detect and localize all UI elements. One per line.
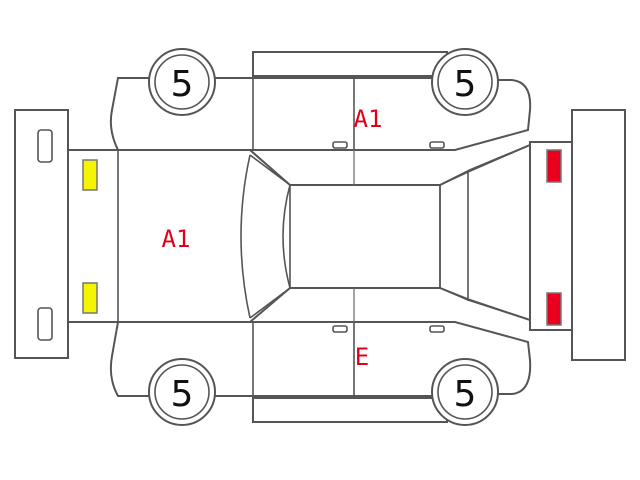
rear-bumper xyxy=(571,109,626,361)
hood-mark: A1 xyxy=(162,225,191,253)
right-side-mark: E xyxy=(355,343,369,371)
front-bumper xyxy=(14,109,69,359)
wheel-front-left: 5 xyxy=(148,48,216,116)
wheel-front-left-grade: 5 xyxy=(171,64,194,105)
wheel-front-right-grade: 5 xyxy=(171,374,194,415)
headlight-left xyxy=(82,159,98,191)
wheel-rear-left-grade: 5 xyxy=(454,64,477,105)
wheel-rear-right-grade: 5 xyxy=(454,374,477,415)
bottom-side-panel xyxy=(109,321,532,423)
taillight-bottom xyxy=(546,292,562,326)
rear-panel xyxy=(529,141,573,331)
taillight-top xyxy=(546,149,562,183)
wheel-rear-right: 5 xyxy=(431,358,499,426)
wheel-front-right: 5 xyxy=(148,358,216,426)
roof-side-mark: A1 xyxy=(354,105,383,133)
top-side-panel xyxy=(109,51,532,151)
wheel-rear-left: 5 xyxy=(431,48,499,116)
headlight-right xyxy=(82,282,98,314)
car-body-top xyxy=(67,143,531,323)
